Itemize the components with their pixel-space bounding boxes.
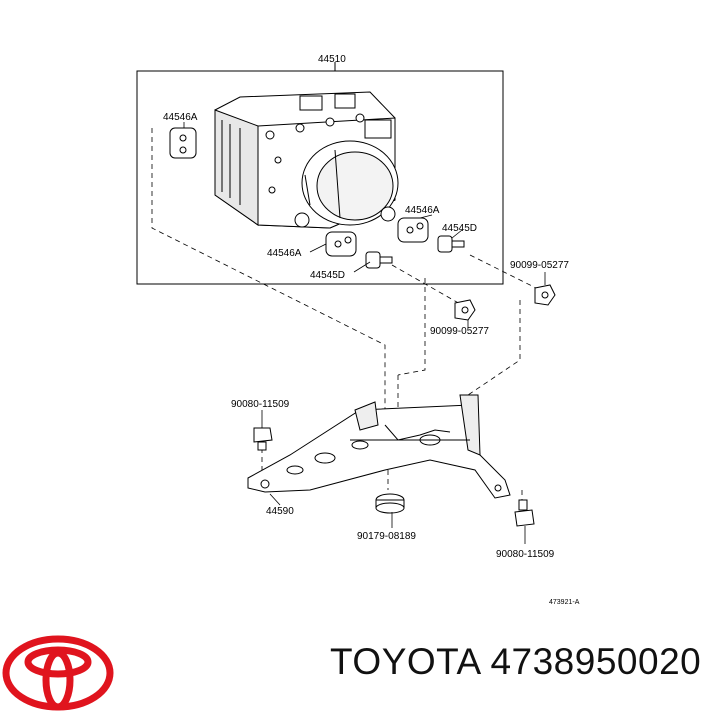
callout-hex-bolt-2: 90080-11509 <box>496 549 555 560</box>
leader-lines <box>183 122 463 273</box>
callout-assembly: 44510 <box>318 54 346 65</box>
plug-icon <box>325 231 357 257</box>
brand-part-number: TOYOTA 4738950020 <box>330 632 716 692</box>
assembly-frame <box>136 70 504 285</box>
callout-bracket: 44590 <box>266 506 294 517</box>
plug-icon <box>397 217 429 243</box>
callout-hex-bolt-1: 90080-11509 <box>231 399 290 410</box>
callout-nut-1: 90099-05277 <box>510 260 569 271</box>
brand-name: TOYOTA <box>330 641 480 682</box>
flange-nut-icon <box>454 299 476 321</box>
callout-nut-2: 90099-05277 <box>430 326 489 337</box>
callout-plug-2: 44546A <box>405 205 440 216</box>
bolt-icon <box>365 251 393 269</box>
callout-bolt-d-1: 44545D <box>442 223 477 234</box>
flange-nut-icon <box>534 284 556 306</box>
part-number: 4738950020 <box>490 641 702 682</box>
hex-bolt-icon <box>253 427 273 451</box>
plug-icon <box>169 127 197 159</box>
leader-line <box>269 493 281 506</box>
callout-cushion: 90179-08189 <box>357 531 416 542</box>
diagram-reference: 473921-A <box>549 599 580 606</box>
callout-plug-1: 44546A <box>163 112 198 123</box>
callout-plug-3: 44546A <box>267 248 302 259</box>
cushion-icon <box>375 493 405 514</box>
hex-bolt-icon <box>514 499 535 527</box>
toyota-logo-icon <box>2 635 114 711</box>
mounting-bracket-icon <box>247 394 511 499</box>
bolt-icon <box>437 235 465 253</box>
abs-actuator-icon <box>214 91 399 229</box>
callout-bolt-d-2: 44545D <box>310 270 345 281</box>
